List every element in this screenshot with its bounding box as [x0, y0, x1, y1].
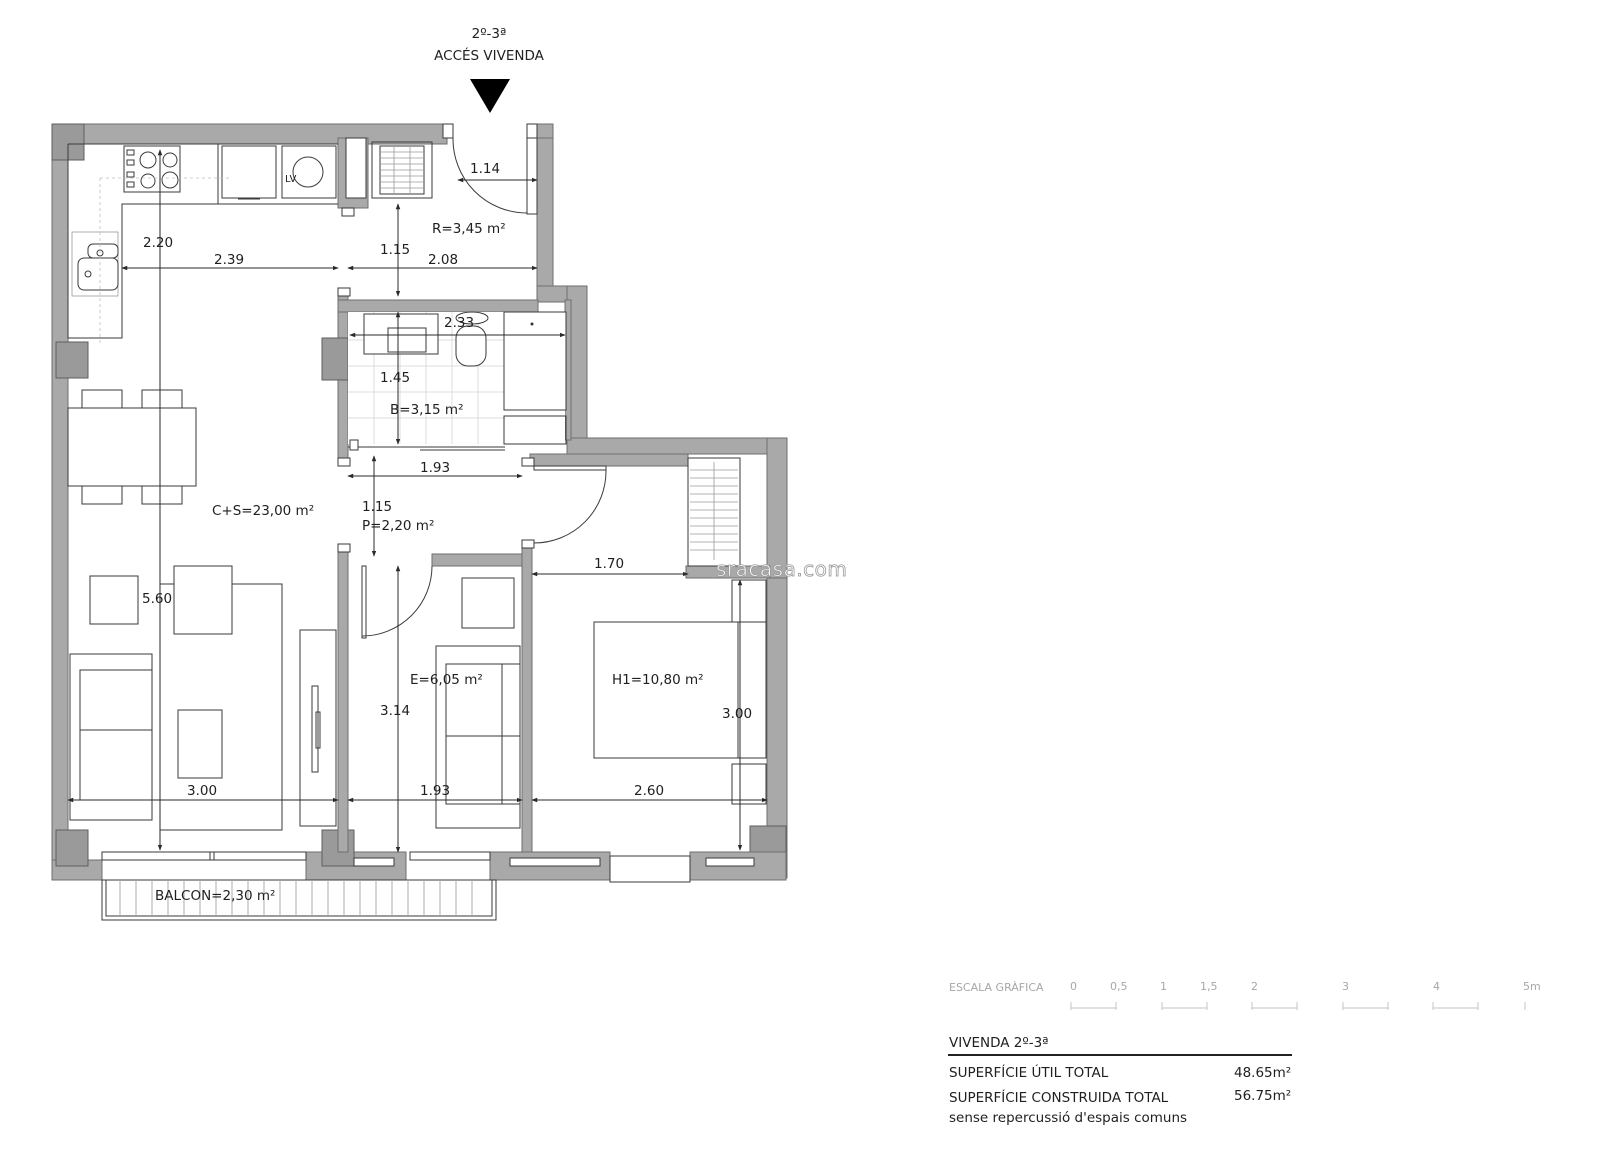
walls	[51, 123, 788, 881]
dim-entry-width: 1.14	[470, 161, 500, 177]
double-bed-icon	[593, 621, 767, 759]
dim-kitchen-width: 2.39	[214, 252, 244, 268]
dimension-labels: 1.14 2.20 2.39 1.15 2.08 2.33 1.45 1.93 …	[142, 161, 752, 799]
washing-machine-icon: LV	[281, 145, 337, 199]
scale-tick: 4	[1433, 980, 1440, 993]
dimension-lines	[67, 149, 768, 853]
room-label-habitacio: H1=10,80 m²	[612, 672, 704, 688]
dim-bedroom-width: 2.60	[634, 783, 664, 799]
scale-tick: 1,5	[1200, 980, 1218, 993]
dining-table	[67, 389, 197, 505]
fridge-icon	[345, 137, 367, 199]
summary-row-value: 56.75m²	[1234, 1088, 1292, 1104]
entry-arrow-icon	[470, 79, 510, 113]
kitchen: LV	[67, 137, 367, 345]
bedroom-furniture	[593, 457, 767, 883]
room-label-estudi: E=6,05 m²	[410, 672, 483, 688]
desk-chair-icon	[461, 577, 515, 629]
dim-living-width: 3.00	[187, 783, 217, 799]
scale-tick: 0	[1070, 980, 1077, 993]
summary-note: sense repercussió d'espais comuns	[949, 1110, 1188, 1126]
room-label-rebedor: R=3,45 m²	[432, 221, 506, 237]
scale-tick: 0,5	[1110, 980, 1128, 993]
watermark: sracasa.com	[716, 557, 847, 581]
dim-living-depth: 5.60	[142, 591, 172, 607]
dim-hall-depth: 1.15	[380, 242, 410, 258]
room-label-bany: B=3,15 m²	[390, 402, 464, 418]
dim-bath-depth: 1.45	[380, 370, 410, 386]
room-labels: R=3,45 m² B=3,15 m² C+S=23,00 m² P=2,20 …	[155, 221, 704, 904]
side-table-icon	[89, 575, 139, 625]
windows	[101, 851, 755, 867]
dim-study-width: 1.93	[420, 783, 450, 799]
room-label-cuina-sala: C+S=23,00 m²	[212, 503, 314, 519]
access-header: 2º-3ª ACCÉS VIVENDA	[434, 26, 545, 113]
sofa-bed-icon	[435, 645, 521, 829]
wardrobe-icon	[687, 457, 741, 567]
scale-tick: 5m	[1523, 980, 1541, 993]
bedroom-door	[533, 465, 607, 544]
summary-row-value: 48.65m²	[1234, 1065, 1292, 1081]
scale-tick: 3	[1342, 980, 1349, 993]
study-door	[361, 565, 433, 639]
dim-bath-width: 2.33	[444, 315, 474, 331]
nightstand-icon	[731, 579, 767, 623]
scale-title: ESCALA GRÀFICA	[949, 981, 1044, 994]
scale-tick: 2	[1251, 980, 1258, 993]
scale-tick: 1	[1160, 980, 1167, 993]
dim-bedroom-top-width: 1.70	[594, 556, 624, 572]
window-bay	[609, 855, 691, 883]
dim-hall-width: 2.08	[428, 252, 458, 268]
coffee-table-icon	[177, 709, 223, 779]
dim-corridor-width: 1.93	[420, 460, 450, 476]
balcony	[101, 879, 497, 921]
dim-study-depth: 3.14	[380, 703, 410, 719]
dim-bedroom-depth: 3.00	[722, 706, 752, 722]
room-label-passadis: P=2,20 m²	[362, 518, 434, 534]
washing-machine-label: LV	[285, 174, 296, 185]
study-furniture	[435, 577, 521, 829]
shoe-cabinet	[371, 141, 433, 199]
living-furniture	[69, 565, 337, 831]
unit-code-label: 2º-3ª	[472, 26, 507, 42]
summary-row-label: SUPERFÍCIE ÚTIL TOTAL	[949, 1065, 1109, 1081]
dim-corridor-depth: 1.15	[362, 499, 392, 515]
entry-door	[452, 137, 538, 215]
vanity-icon	[363, 313, 439, 355]
nightstand-icon	[731, 763, 767, 805]
appliance-box	[221, 145, 277, 199]
sofa-icon	[69, 653, 153, 821]
summary-title: VIVENDA 2º-3ª	[949, 1035, 1049, 1051]
scale-bar: ESCALA GRÀFICA 0 0,5 1 1,5 2 3 4 5m	[949, 980, 1541, 1010]
dim-kitchen-depth: 2.20	[143, 235, 173, 251]
sink-icon	[71, 231, 119, 297]
room-label-balco: BALCON=2,30 m²	[155, 888, 275, 904]
access-label: ACCÉS VIVENDA	[434, 47, 544, 64]
summary-row-label: SUPERFÍCIE CONSTRUIDA TOTAL	[949, 1090, 1169, 1106]
cooktop-icon	[123, 145, 181, 193]
bathtub-icon	[503, 311, 567, 411]
armchair-icon	[173, 565, 233, 635]
